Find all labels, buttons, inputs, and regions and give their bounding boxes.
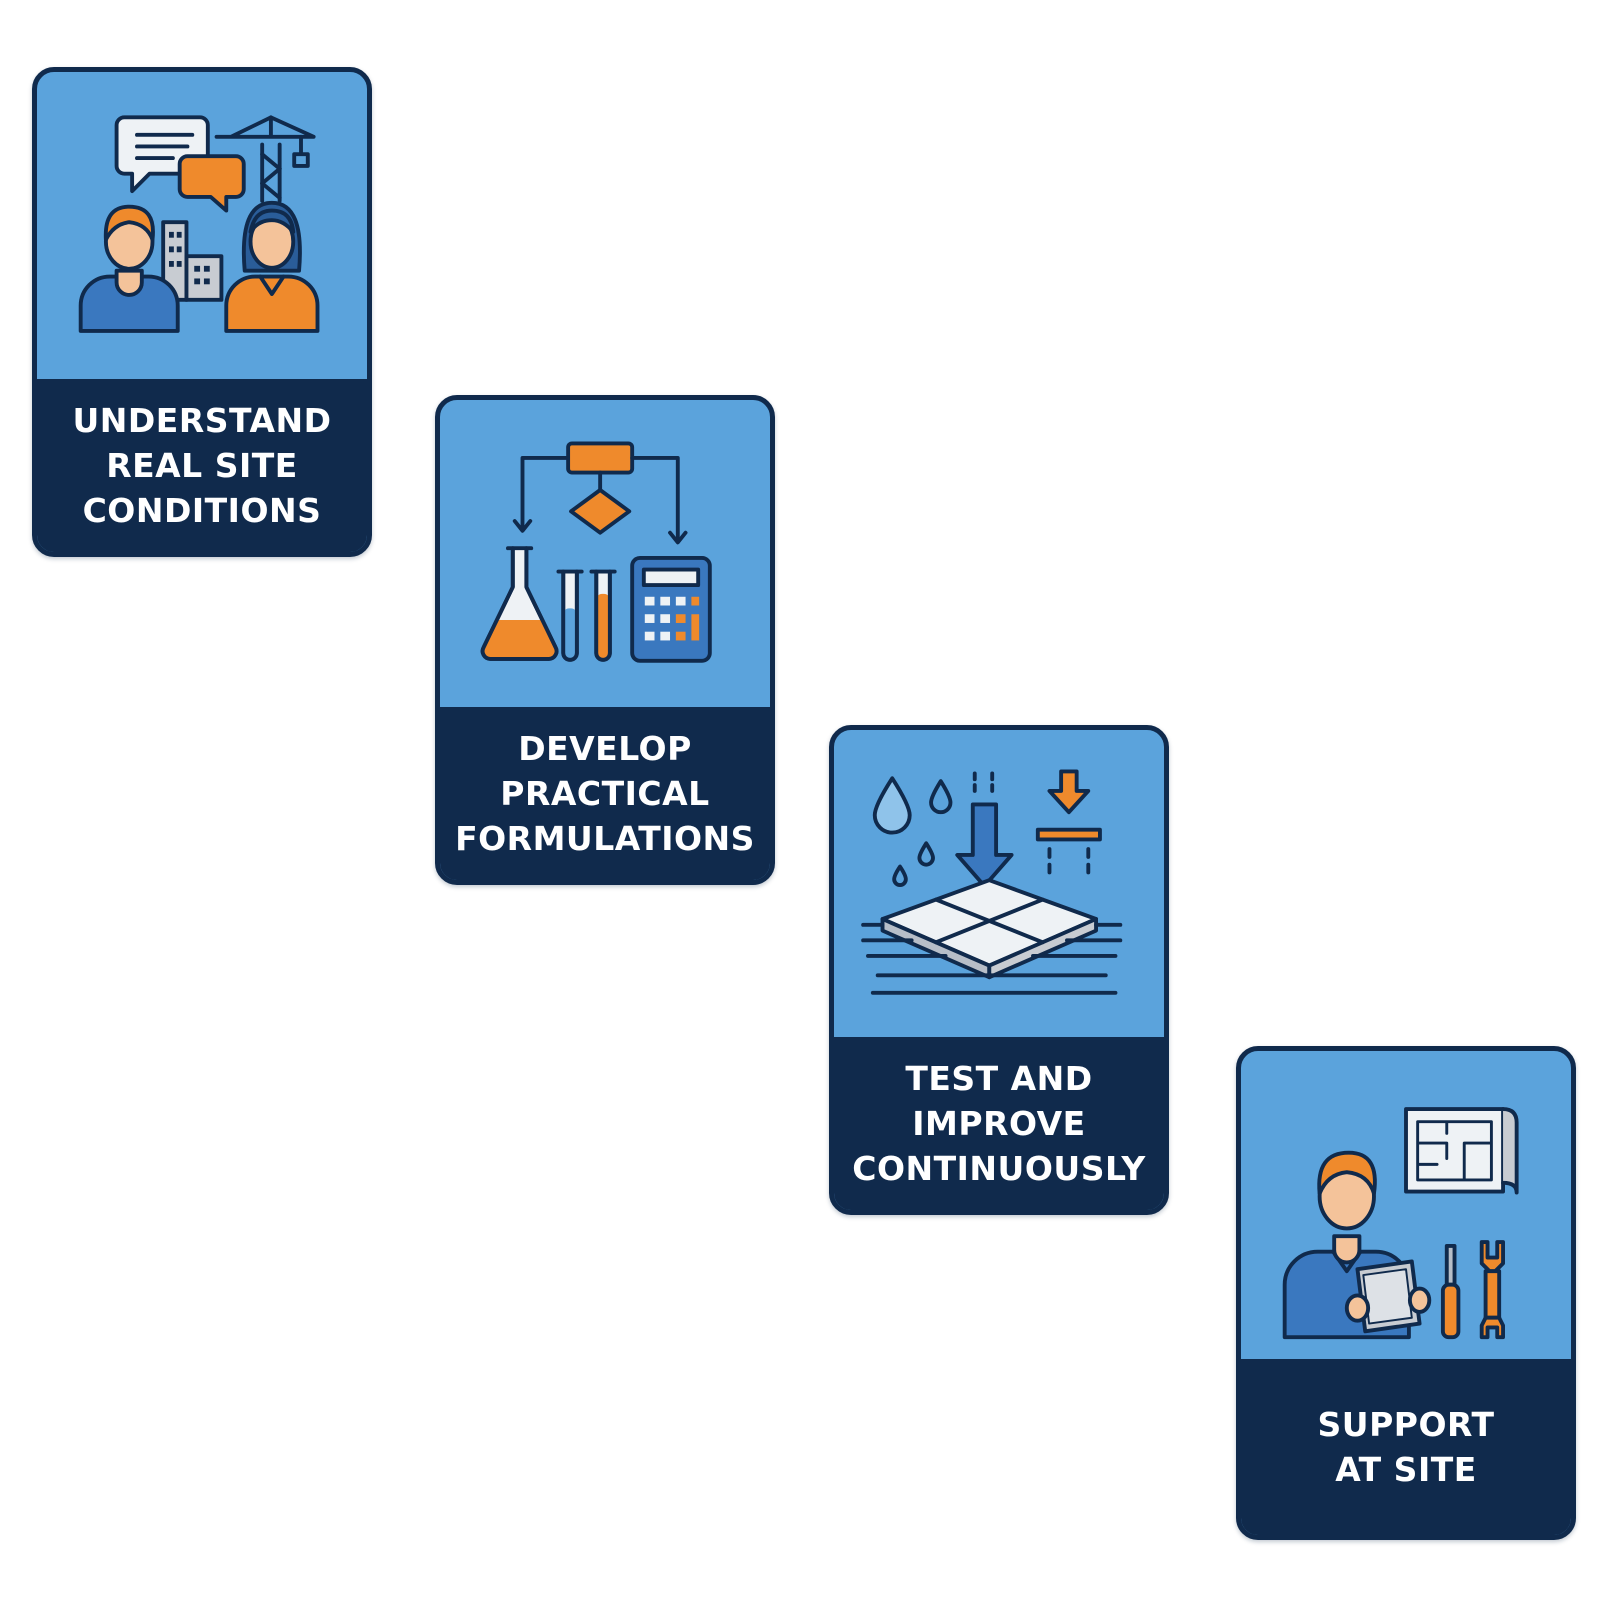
step-card-develop-formulations: DEVELOP PRACTICAL FORMULATIONS	[435, 395, 775, 885]
step-label: DEVELOP PRACTICAL FORMULATIONS	[455, 729, 755, 858]
site-support-icon	[1241, 1051, 1571, 1369]
site-consultation-icon	[37, 72, 367, 384]
step-label: SUPPORT AT SITE	[1317, 1405, 1495, 1489]
step-label: UNDERSTAND REAL SITE CONDITIONS	[72, 401, 332, 530]
lab-formulation-icon	[440, 400, 770, 712]
step-card-test-improve: TEST AND IMPROVE CONTINUOUSLY	[829, 725, 1169, 1215]
step-card-understand-site: UNDERSTAND REAL SITE CONDITIONS	[32, 67, 372, 557]
step-label-box: DEVELOP PRACTICAL FORMULATIONS	[440, 707, 770, 880]
step-label-box: TEST AND IMPROVE CONTINUOUSLY	[834, 1037, 1164, 1210]
step-label-box: UNDERSTAND REAL SITE CONDITIONS	[37, 379, 367, 552]
step-card-support-site: SUPPORT AT SITE	[1236, 1046, 1576, 1540]
step-label-box: SUPPORT AT SITE	[1241, 1359, 1571, 1535]
step-label: TEST AND IMPROVE CONTINUOUSLY	[852, 1059, 1146, 1188]
tile-testing-icon	[834, 730, 1164, 1042]
